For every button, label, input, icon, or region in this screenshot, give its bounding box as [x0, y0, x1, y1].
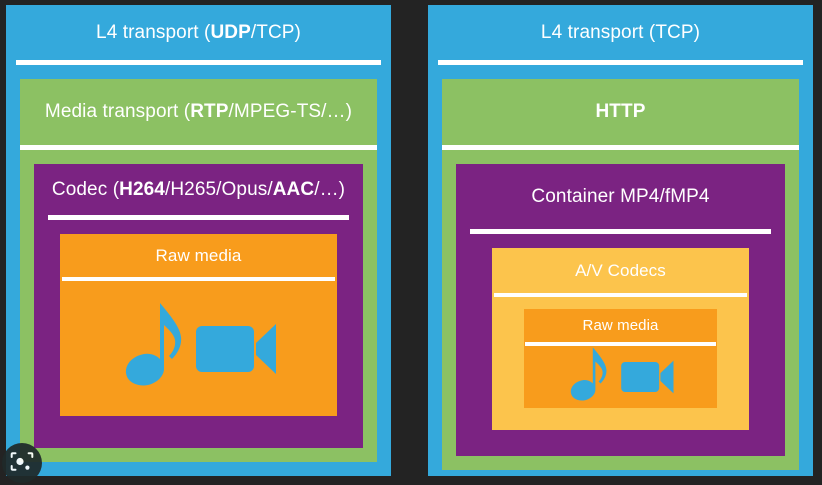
codec-title: Codec (H264/H265/Opus/AAC/…) — [51, 178, 346, 200]
divider-rule — [442, 144, 799, 150]
divider-rule — [48, 215, 349, 221]
divider-rule — [62, 277, 335, 282]
raw-media-title: Raw media — [582, 317, 659, 335]
divider-rule — [20, 144, 377, 150]
l4-transport-body-left: Media transport (RTP/MPEG-TS/…) Codec (H… — [6, 65, 391, 476]
http-body: Container MP4/fMP4 A/V Codecs Raw media — [442, 150, 799, 470]
l4-transport-title-right: L4 transport (TCP) — [540, 22, 701, 43]
container-layer: Container MP4/fMP4 A/V Codecs Raw media — [456, 163, 785, 456]
divider-rule — [16, 60, 381, 66]
divider-rule — [525, 341, 716, 346]
google-lens-icon[interactable] — [2, 443, 42, 483]
divider-rule — [438, 60, 803, 66]
media-icon-row — [524, 346, 717, 408]
codec-body: Raw media — [34, 220, 363, 448]
http-layer: HTTP Container MP4/fMP4 A/V Codecs — [442, 79, 799, 470]
raw-media-body — [524, 346, 717, 408]
media-transport-title: Media transport (RTP/MPEG-TS/…) — [44, 101, 353, 123]
raw-media-layer-left: Raw media — [60, 234, 337, 416]
divider-rule — [470, 229, 771, 235]
video-camera-icon — [195, 323, 278, 375]
divider-rule — [494, 293, 747, 298]
music-note-icon — [120, 301, 182, 397]
music-note-icon — [567, 346, 607, 408]
raw-media-title: Raw media — [155, 246, 242, 266]
raw-media-layer-right: Raw media — [524, 309, 717, 408]
video-camera-icon — [620, 360, 675, 394]
container-body: A/V Codecs Raw media — [456, 234, 785, 456]
http-title: HTTP — [595, 101, 646, 123]
media-transport-body: Codec (H264/H265/Opus/AAC/…) Raw media — [20, 150, 377, 462]
l4-transport-body-right: HTTP Container MP4/fMP4 A/V Codecs — [428, 65, 813, 476]
container-title: Container MP4/fMP4 — [531, 185, 710, 207]
codec-layer: Codec (H264/H265/Opus/AAC/…) Raw media — [34, 163, 363, 448]
av-codecs-layer: A/V Codecs Raw media — [492, 248, 749, 430]
av-codecs-title: A/V Codecs — [575, 261, 666, 281]
media-icon-row — [60, 281, 337, 416]
raw-media-body — [60, 281, 337, 416]
l4-transport-title-left: L4 transport (UDP/TCP) — [96, 22, 301, 43]
protocol-stack-panel-tcp-http: L4 transport (TCP) HTTP Container MP4/fM… — [428, 5, 813, 476]
av-codecs-body: Raw media — [492, 297, 749, 430]
protocol-stack-panel-udp-rtp: L4 transport (UDP/TCP) Media transport (… — [6, 5, 391, 476]
media-transport-layer: Media transport (RTP/MPEG-TS/…) Codec (H… — [20, 79, 377, 462]
